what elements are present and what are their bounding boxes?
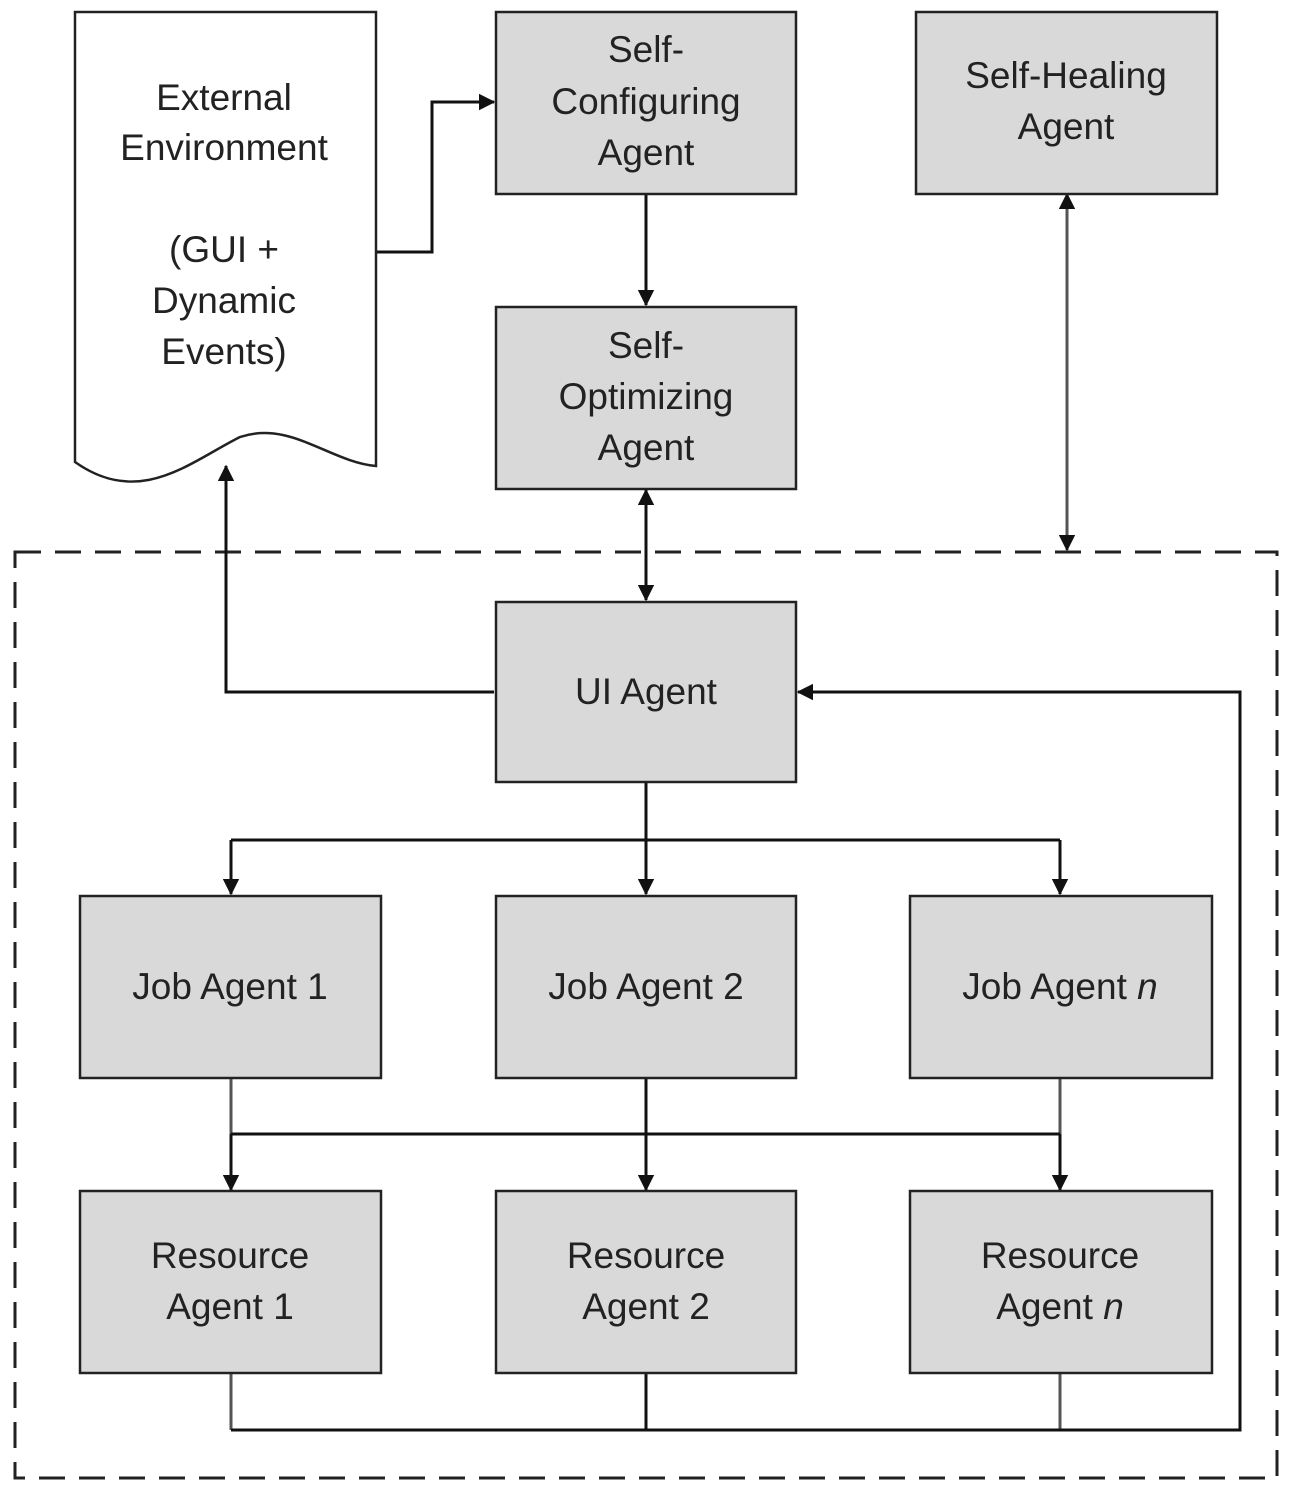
resource-agent-n-line1: Resource bbox=[981, 1235, 1139, 1276]
external-environment-node: External Environment (GUI + Dynamic Even… bbox=[73, 10, 378, 483]
job-agent-1-box bbox=[78, 894, 383, 1080]
resource-agent-2-box bbox=[494, 1189, 798, 1375]
job-agent-n-prefix: Job Agent bbox=[962, 966, 1137, 1007]
job-agent-2-prefix: Job Agent bbox=[548, 966, 723, 1007]
self-healing-agent-box bbox=[914, 10, 1219, 196]
external-environment-line4: Dynamic bbox=[152, 280, 296, 321]
job-agent-2-box bbox=[494, 894, 798, 1080]
external-environment-line1: External bbox=[156, 77, 292, 118]
resource-agent-1-line2: Agent 1 bbox=[166, 1286, 294, 1327]
ui-agent-node: UI Agent bbox=[494, 600, 798, 784]
self-healing-line1: Self-Healing bbox=[965, 55, 1167, 96]
job-agent-1-prefix: Job Agent bbox=[132, 966, 307, 1007]
resource-agent-2-prefix: Agent bbox=[582, 1286, 689, 1327]
self-optimizing-agent-node: Self- Optimizing Agent bbox=[494, 305, 798, 491]
self-optimizing-agent-box bbox=[494, 305, 798, 491]
resource-agent-n-number: n bbox=[1103, 1286, 1124, 1327]
connector-env-to-self-configuring bbox=[376, 93, 496, 254]
connector-feedback-loop bbox=[231, 683, 1242, 1432]
resource-agent-2-number: 2 bbox=[689, 1286, 710, 1327]
connector-ui-agent-to-env bbox=[217, 464, 494, 694]
self-optimizing-line2: Optimizing bbox=[559, 376, 734, 417]
resource-agent-2-node: Resource Agent 2 bbox=[494, 1189, 798, 1375]
self-healing-agent-node: Self-Healing Agent bbox=[914, 10, 1219, 196]
resource-agent-1-node: Resource Agent 1 bbox=[78, 1189, 383, 1375]
resource-agent-n-prefix: Agent bbox=[996, 1286, 1103, 1327]
resource-agent-1-line1: Resource bbox=[151, 1235, 309, 1276]
external-environment-line3: (GUI + bbox=[169, 229, 279, 270]
resource-agent-n-box bbox=[908, 1189, 1214, 1375]
job-agent-n-node: Job Agent n bbox=[908, 894, 1214, 1080]
external-environment-line5: Events) bbox=[161, 331, 286, 372]
self-optimizing-line3: Agent bbox=[598, 427, 695, 468]
external-environment-line2: Environment bbox=[120, 127, 328, 168]
self-healing-line2: Agent bbox=[1018, 106, 1115, 147]
ui-agent-label: UI Agent bbox=[575, 671, 718, 712]
resource-agent-n-node: Resource Agent n bbox=[908, 1189, 1214, 1375]
self-configuring-agent-box bbox=[494, 10, 798, 196]
resource-agent-1-prefix: Agent bbox=[166, 1286, 273, 1327]
self-configuring-line2: Configuring bbox=[551, 81, 740, 122]
job-agent-2-label: Job Agent 2 bbox=[548, 966, 743, 1007]
external-environment-shape bbox=[73, 10, 378, 483]
resource-agent-1-box bbox=[78, 1189, 383, 1375]
job-agent-n-box bbox=[908, 894, 1214, 1080]
job-agent-1-label: Job Agent 1 bbox=[132, 966, 327, 1007]
job-agent-2-node: Job Agent 2 bbox=[494, 894, 798, 1080]
job-agent-2-number: 2 bbox=[723, 966, 744, 1007]
agent-system-boundary bbox=[13, 550, 1279, 1480]
job-agent-n-label: Job Agent n bbox=[962, 966, 1157, 1007]
job-agent-1-number: 1 bbox=[307, 966, 328, 1007]
self-configuring-line1: Self- bbox=[608, 29, 684, 70]
resource-agent-1-number: 1 bbox=[273, 1286, 294, 1327]
resource-agent-2-line2: Agent 2 bbox=[582, 1286, 710, 1327]
ui-agent-box bbox=[494, 600, 798, 784]
job-agent-1-node: Job Agent 1 bbox=[78, 894, 383, 1080]
resource-agent-2-line1: Resource bbox=[567, 1235, 725, 1276]
self-optimizing-line1: Self- bbox=[608, 325, 684, 366]
resource-agent-n-line2: Agent n bbox=[996, 1286, 1124, 1327]
self-configuring-line3: Agent bbox=[598, 132, 695, 173]
job-agent-n-number: n bbox=[1137, 966, 1158, 1007]
self-configuring-agent-node: Self- Configuring Agent bbox=[494, 10, 798, 196]
